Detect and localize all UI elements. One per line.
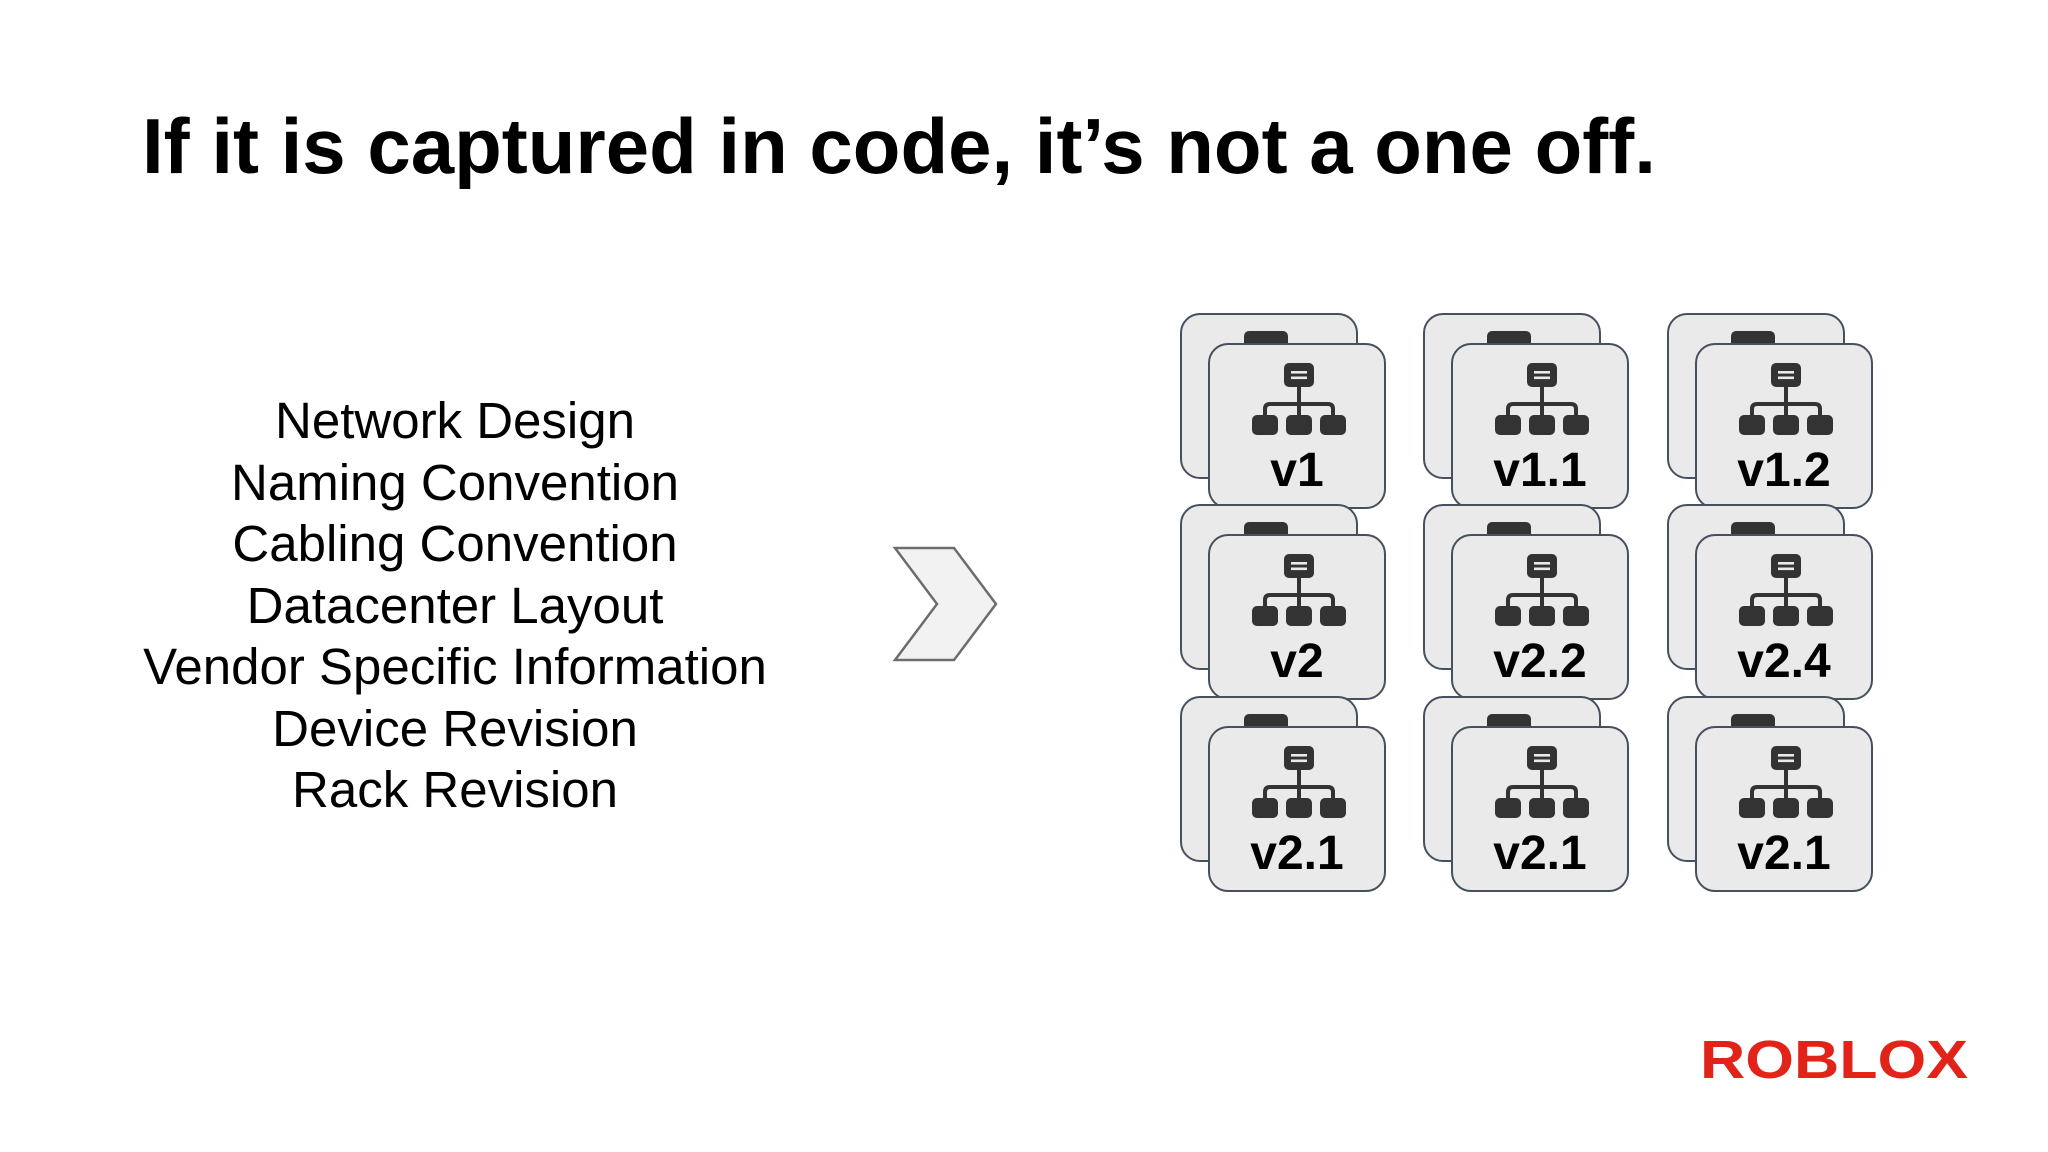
version-label: v1.2	[1737, 444, 1831, 497]
concept-item: Network Design	[275, 392, 635, 449]
network-hierarchy-icon	[1495, 746, 1589, 818]
concept-item: Naming Convention	[231, 453, 679, 511]
version-stack: v2.1	[1423, 696, 1633, 892]
concept-item: Device Revision	[272, 699, 638, 757]
version-card: v2.1	[1451, 726, 1629, 892]
concept-item: Rack Revision	[292, 761, 618, 818]
version-stack: v1	[1180, 313, 1390, 509]
version-stack: v1.2	[1667, 313, 1877, 509]
version-card: v2.1	[1208, 726, 1386, 892]
concept-list: Network Design Naming Convention Cabling…	[100, 390, 810, 821]
version-card: v2.4	[1695, 534, 1873, 700]
version-stack: v2.4	[1667, 504, 1877, 700]
version-card: v1.1	[1451, 343, 1629, 509]
network-hierarchy-icon	[1495, 363, 1589, 435]
version-label: v2.2	[1493, 635, 1587, 688]
version-card: v1.2	[1695, 343, 1873, 509]
version-card: v2	[1208, 534, 1386, 700]
version-card: v2.2	[1451, 534, 1629, 700]
version-grid: v1 v1.1	[1180, 313, 1900, 903]
network-hierarchy-icon	[1495, 554, 1589, 626]
version-stack: v2	[1180, 504, 1390, 700]
network-hierarchy-icon	[1739, 363, 1833, 435]
version-label: v1.1	[1493, 444, 1587, 497]
brand-name: ROBLOX	[1700, 1030, 1968, 1086]
slide-title: If it is captured in code, it’s not a on…	[142, 102, 1656, 190]
version-stack: v2.1	[1667, 696, 1877, 892]
version-card: v2.1	[1695, 726, 1873, 892]
version-label: v2.1	[1493, 827, 1587, 880]
version-card: v1	[1208, 343, 1386, 509]
concept-item: Cabling Convention	[232, 515, 678, 572]
version-label: v1	[1270, 444, 1324, 497]
network-hierarchy-icon	[1739, 554, 1833, 626]
network-hierarchy-icon	[1252, 363, 1346, 435]
version-label: v2	[1270, 635, 1324, 688]
network-hierarchy-icon	[1252, 746, 1346, 818]
version-stack: v1.1	[1423, 313, 1633, 509]
version-label: v2.1	[1250, 827, 1344, 880]
roblox-logo: ROBLOX	[1700, 1030, 1968, 1086]
network-hierarchy-icon	[1252, 554, 1346, 626]
chevron-right-icon	[892, 546, 998, 662]
network-hierarchy-icon	[1739, 746, 1833, 818]
version-label: v2.1	[1737, 827, 1831, 880]
version-stack: v2.2	[1423, 504, 1633, 700]
concept-item: Vendor Specific Information	[143, 638, 767, 695]
version-label: v2.4	[1737, 635, 1831, 688]
version-stack: v2.1	[1180, 696, 1390, 892]
concept-item: Datacenter Layout	[246, 576, 664, 634]
